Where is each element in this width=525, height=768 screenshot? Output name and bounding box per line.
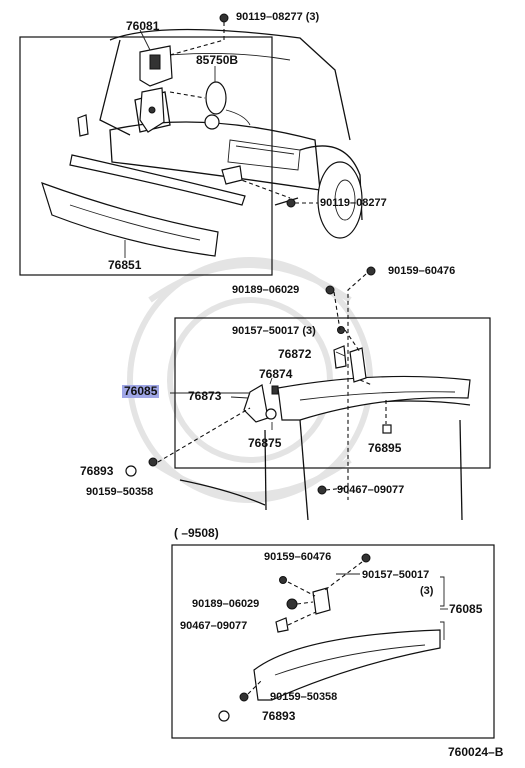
label-76085-highlight: 76085 bbox=[122, 384, 160, 398]
label-76893-b: 76893 bbox=[262, 709, 296, 723]
clip-90159-60476-b bbox=[361, 553, 371, 563]
front-bumper-box bbox=[19, 36, 273, 276]
diagram-id: 760024–B bbox=[448, 745, 504, 759]
bolt-90159-50358-b bbox=[239, 692, 249, 702]
label-76851: 76851 bbox=[108, 258, 142, 272]
part-76085-spoiler bbox=[277, 375, 471, 421]
label-76895: 76895 bbox=[368, 441, 402, 455]
part-lever-left bbox=[77, 114, 89, 137]
label-85750b: 85750B bbox=[196, 53, 239, 67]
clip-90467-09077-a bbox=[317, 485, 327, 495]
label-range-note: ( –9508) bbox=[174, 526, 219, 540]
label-90157-50017-b: 90157–50017 bbox=[362, 569, 430, 581]
label-76875: 76875 bbox=[248, 436, 282, 450]
label-90119-08277-3: 90119–08277 (3) bbox=[236, 11, 320, 23]
part-spoiler-stay bbox=[349, 347, 367, 383]
label-90189-06029-a: 90189–06029 bbox=[232, 284, 300, 296]
label-90159-50358-b: 90159–50358 bbox=[270, 691, 338, 703]
part-side-bracket bbox=[221, 165, 243, 185]
spoiler-old-type-box bbox=[171, 544, 495, 739]
part-76873-end-cap bbox=[243, 384, 269, 423]
van-front-illustration bbox=[99, 28, 363, 239]
part-76872-bracket bbox=[333, 345, 347, 369]
clip-90157-50017-a bbox=[337, 326, 345, 334]
part-76085-spoiler-old bbox=[253, 629, 441, 701]
clip-90467-09077-b bbox=[275, 617, 289, 633]
label-90119-08277: 90119–08277 bbox=[320, 197, 387, 209]
part-76851-cover bbox=[41, 182, 219, 257]
label-76872: 76872 bbox=[278, 347, 312, 361]
van-rear-illustration bbox=[179, 400, 471, 521]
bolt-90119-08277 bbox=[286, 198, 296, 208]
label-90159-60476-b: 90159–60476 bbox=[264, 551, 332, 563]
label-76873: 76873 bbox=[188, 389, 222, 403]
label-90159-50358-a: 90159–50358 bbox=[86, 486, 154, 498]
part-85750b-horn bbox=[204, 81, 251, 130]
clip-90189-06029-b bbox=[286, 598, 298, 610]
part-bumper-bar bbox=[69, 154, 246, 206]
label-76874: 76874 bbox=[259, 367, 293, 381]
label-90159-60476-a: 90159–60476 bbox=[388, 265, 456, 277]
clip-90157-50017-b bbox=[279, 576, 287, 584]
label-90467-09077-a: 90467–09077 bbox=[337, 484, 405, 496]
clip-90159-60476-a bbox=[366, 266, 376, 276]
label-76893-a: 76893 bbox=[80, 464, 114, 478]
clip-90189-06029-a bbox=[325, 285, 335, 295]
part-76875-washer bbox=[265, 408, 277, 420]
part-spoiler-stay-old bbox=[312, 587, 331, 615]
label-90467-09077-b: 90467–09077 bbox=[180, 620, 248, 632]
label-90157-50017-3: 90157–50017 (3) bbox=[232, 325, 316, 337]
bolt-90159-50358-a bbox=[148, 457, 158, 467]
part-bracket-center bbox=[139, 87, 206, 133]
part-76874-pad bbox=[271, 385, 279, 395]
label-76081: 76081 bbox=[126, 19, 160, 33]
clip-90119-08277-3 bbox=[219, 13, 229, 23]
part-76081-hook bbox=[139, 45, 173, 87]
nut-76893-a bbox=[125, 465, 137, 477]
part-76895 bbox=[382, 424, 392, 434]
label-76085-b: 76085 bbox=[449, 602, 483, 616]
nut-76893-b bbox=[218, 710, 230, 722]
label-qty-3: (3) bbox=[420, 585, 434, 597]
label-90189-06029-b: 90189–06029 bbox=[192, 598, 260, 610]
